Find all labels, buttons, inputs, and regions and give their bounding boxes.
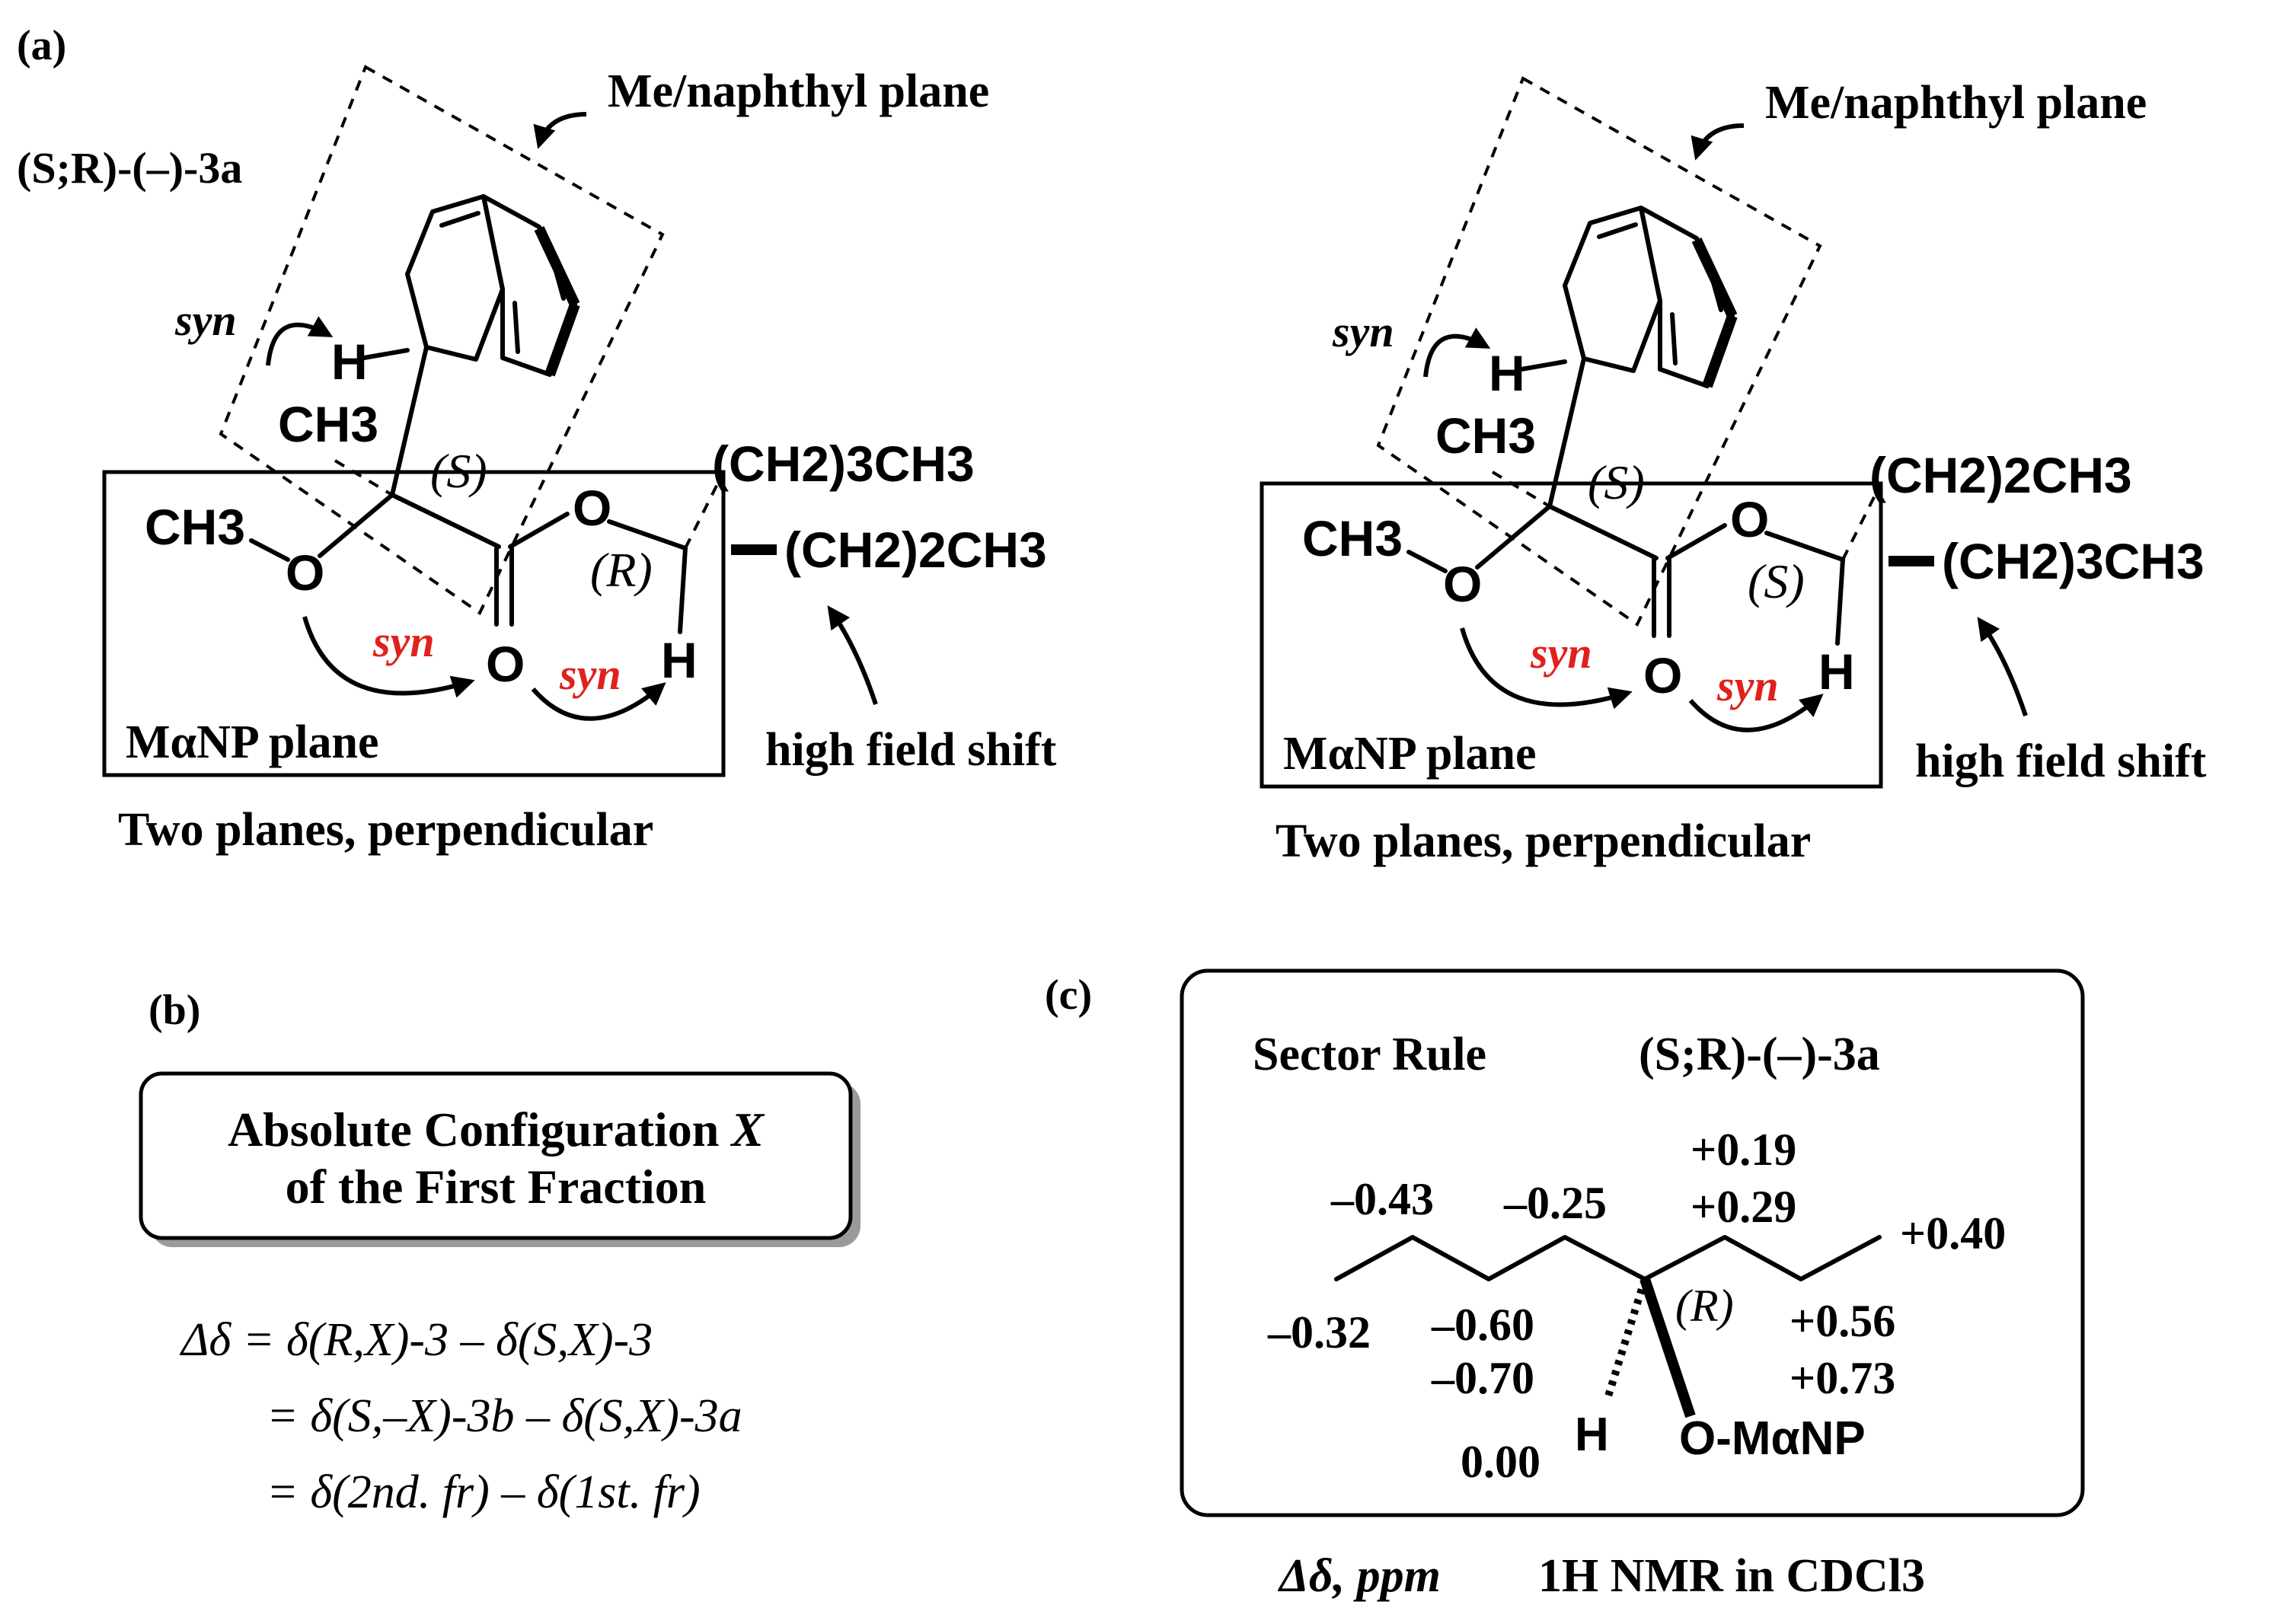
- panel-b-label: (b): [148, 987, 200, 1034]
- panel-c-label: (c): [1045, 972, 1092, 1019]
- chain-top-right: (CH2)2CH3: [1869, 447, 2132, 503]
- footer-nmr: 1H NMR in CDCl3: [1538, 1550, 1925, 1602]
- ester-o-right: O: [1730, 491, 1769, 547]
- ether-o-right: O: [1443, 556, 1482, 612]
- caption-right: Two planes, perpendicular: [1275, 815, 1811, 867]
- me-naphthyl-plane-left: [219, 65, 665, 615]
- ch3-o-right: CH3: [1302, 510, 1403, 566]
- structure-left: (S;R)-(–)-3a Me/naphthyl plane H syn CH3…: [17, 65, 1057, 856]
- chain-top-left: (CH2)3CH3: [712, 436, 975, 492]
- plane-label-top-right: Me/naphthyl plane: [1765, 77, 2147, 129]
- value-p056: +0.56: [1790, 1296, 1895, 1346]
- footer-delta-ppm: Δδ, ppm: [1277, 1550, 1441, 1602]
- syn-red-1-left: syn: [372, 617, 435, 666]
- manp-plane-box-right: [1260, 481, 1883, 789]
- box-line-1: Absolute Configuration X: [228, 1102, 765, 1157]
- caption-left: Two planes, perpendicular: [118, 804, 653, 856]
- manp-plane-label-left: MαNP plane: [126, 716, 379, 768]
- panel-c: (c) Sector Rule (S;R)-(–)-3a –0.43 –0.25…: [1045, 968, 2085, 1602]
- high-field-left: high field shift: [765, 724, 1057, 776]
- value-p019: +0.19: [1691, 1125, 1796, 1175]
- config-s-right: (S): [1588, 455, 1645, 509]
- value-m043: –0.43: [1330, 1174, 1434, 1224]
- carbonyl-o-right: O: [1643, 647, 1682, 704]
- sector-h: H: [1575, 1409, 1609, 1461]
- syn-arrow-left: [266, 316, 334, 366]
- compound-label-left: (S;R)-(–)-3a: [17, 143, 242, 193]
- box-line-2: of the First Fraction: [286, 1160, 707, 1214]
- value-m060: –0.60: [1431, 1300, 1534, 1350]
- plane-label-top-left: Me/naphthyl plane: [608, 65, 989, 117]
- syn-label-right: syn: [1332, 307, 1394, 356]
- sector-substituent: O-MαNP: [1679, 1412, 1866, 1465]
- carbinol-h-left: H: [661, 632, 698, 688]
- manp-plane-label-right: MαNP plane: [1283, 728, 1537, 780]
- ch3-top-left: CH3: [278, 396, 378, 452]
- config-c-left: (R): [590, 543, 653, 597]
- sector-compound: (S;R)-(–)-3a: [1639, 1029, 1880, 1080]
- value-p073: +0.73: [1790, 1353, 1895, 1403]
- naphthyl-h-left: H: [331, 333, 368, 390]
- equation-3: = δ(2nd. fr) – δ(1st. fr): [267, 1466, 701, 1518]
- high-field-right: high field shift: [1915, 735, 2207, 787]
- value-m025: –0.25: [1503, 1178, 1607, 1228]
- chain-right-left: (CH2)2CH3: [784, 522, 1047, 578]
- syn-label-left: syn: [174, 295, 237, 345]
- syn-red-2-left: syn: [559, 649, 621, 699]
- panel-a-label: (a): [17, 22, 66, 69]
- sector-config: (R): [1675, 1281, 1734, 1331]
- value-p029: +0.29: [1691, 1182, 1796, 1232]
- ch3-o-left: CH3: [145, 499, 245, 555]
- plane-arrow-left: [533, 112, 587, 149]
- value-p040: +0.40: [1900, 1208, 2006, 1259]
- value-000: 0.00: [1461, 1437, 1540, 1487]
- me-naphthyl-plane-right: [1376, 76, 1822, 627]
- chain-right-right: (CH2)3CH3: [1942, 533, 2205, 589]
- equation-2: = δ(S,–X)-3b – δ(S,X)-3a: [267, 1390, 742, 1442]
- sector-rule-title: Sector Rule: [1253, 1029, 1486, 1080]
- structure-right: Me/naphthyl plane H syn CH3 (S) CH3 O O …: [1260, 76, 2207, 867]
- ether-o-left: O: [286, 544, 324, 601]
- config-s-left: (S): [430, 444, 487, 498]
- panel-b: (b) Absolute Configuration X of the Firs…: [139, 987, 860, 1518]
- manp-plane-box-left: [102, 470, 726, 777]
- config-c-right: (S): [1748, 554, 1805, 608]
- carbonyl-o-left: O: [486, 636, 525, 692]
- naphthyl-h-right: H: [1489, 345, 1525, 401]
- ester-o-left: O: [573, 480, 611, 536]
- value-m032: –0.32: [1267, 1307, 1371, 1358]
- sector-rule-box: [1180, 968, 2085, 1517]
- syn-red-1-right: syn: [1530, 628, 1592, 678]
- ch3-top-right: CH3: [1435, 407, 1536, 464]
- alkyl-chain: [1334, 1235, 1882, 1281]
- value-m070: –0.70: [1431, 1353, 1534, 1403]
- absolute-config-box: [139, 1071, 853, 1240]
- syn-red-2-right: syn: [1716, 661, 1779, 710]
- equation-1: Δδ = δ(R,X)-3 – δ(S,X)-3: [179, 1314, 653, 1366]
- carbinol-h-right: H: [1818, 643, 1855, 700]
